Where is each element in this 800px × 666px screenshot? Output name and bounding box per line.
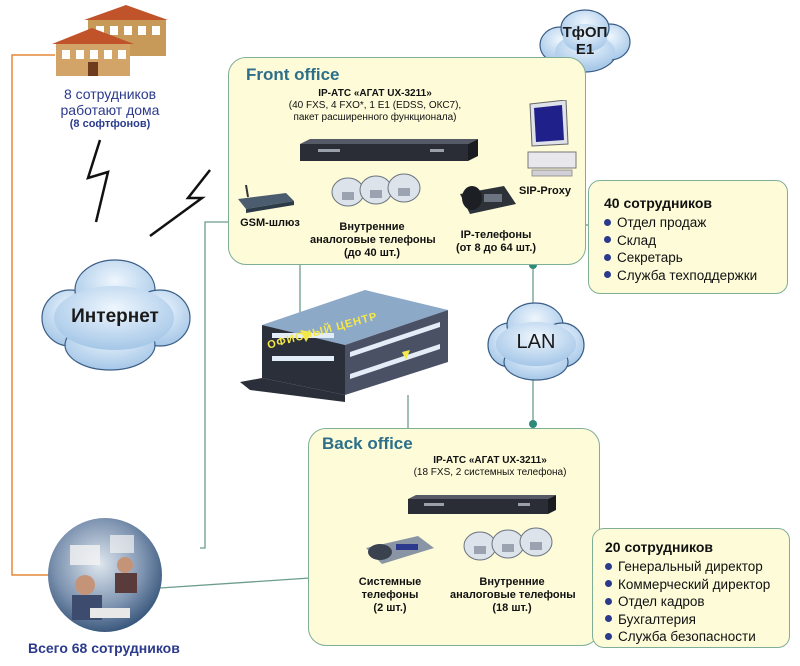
lightning-icon (149, 169, 211, 238)
front-pbx-spec: пакет расширенного функционала) (293, 112, 457, 123)
list-item: Отдел продаж (604, 214, 787, 232)
list-item: Секретарь (604, 249, 787, 267)
back-employees-box: 20 сотрудников Генеральный директор Комм… (592, 528, 790, 648)
phone-icon (331, 173, 421, 207)
total-employees-label: Всего 68 сотрудников (28, 640, 180, 656)
back-analog-label: (18 шт.) (492, 602, 532, 614)
phone-icon (463, 527, 553, 561)
front-office-title: Front office (246, 65, 340, 84)
back-office-title: Back office (322, 434, 413, 453)
front-analog-label: Внутренние (339, 221, 405, 233)
back-analog-label: Внутренние (479, 576, 545, 588)
cloud-icon (487, 302, 585, 381)
system-phones-label: Системные (358, 576, 422, 588)
home-link-line (11, 54, 55, 576)
pstn-label: ТфОП (562, 24, 608, 41)
front-pbx-spec: (40 FXS, 4 FXO*, 1 E1 (EDSS, ОКС7), (288, 100, 462, 111)
modem-icon (238, 184, 294, 213)
house-icon (52, 5, 168, 76)
back-employees-count: 20 сотрудников (605, 539, 714, 555)
list-item: Бухгалтерия (605, 611, 789, 629)
list-item: Склад (604, 232, 787, 250)
pbx-icon (408, 495, 556, 514)
cloud-icon (41, 259, 191, 371)
system-phones-label: телефоны (361, 589, 419, 601)
list-item: Служба безопасности (605, 628, 789, 646)
ip-phone-icon (460, 186, 516, 214)
building-icon (240, 290, 448, 402)
ip-phones-label: IP-телефоны (460, 229, 532, 241)
list-item: Генеральный директор (605, 558, 789, 576)
internet-label: Интернет (71, 306, 159, 327)
front-analog-label: (до 40 шт.) (343, 247, 401, 259)
pstn-label: Е1 (575, 41, 595, 58)
ip-phones-label: (от 8 до 64 шт.) (455, 242, 537, 254)
front-analog-label: аналоговые телефоны (310, 234, 436, 246)
pbx-icon (300, 139, 478, 161)
office-photo (48, 518, 162, 632)
front-pbx-title: IP-АТС «АГАТ UX-3211» (318, 88, 432, 99)
home-employees-label: работают дома (60, 102, 160, 118)
lightning-icon (86, 139, 110, 223)
system-phones-label: (2 шт.) (373, 602, 407, 614)
sip-proxy-label: SIP-Proxy (519, 185, 571, 197)
internet-link-line (200, 221, 228, 549)
phone-icon (366, 536, 434, 564)
home-softphones-label: (8 софтфонов) (69, 118, 151, 130)
computer-icon (527, 100, 577, 177)
back-analog-label: аналоговые телефоны (450, 589, 576, 601)
lan-label: LAN (516, 331, 556, 353)
front-employees-count: 40 сотрудников (604, 195, 713, 211)
list-item: Служба техподдержки (604, 267, 787, 285)
hq-link-line (159, 577, 311, 589)
back-pbx-spec: (18 FXS, 2 системных телефона) (413, 467, 567, 478)
gsm-gateway-label: GSM-шлюз (240, 217, 300, 229)
list-item: Коммерческий директор (605, 576, 789, 594)
list-item: Отдел кадров (605, 593, 789, 611)
back-pbx-title: IP-АТС «АГАТ UX-3211» (433, 455, 547, 466)
home-employees-label: 8 сотрудников (63, 86, 157, 102)
front-employees-box: 40 сотрудников Отдел продаж Склад Секрет… (588, 180, 788, 294)
